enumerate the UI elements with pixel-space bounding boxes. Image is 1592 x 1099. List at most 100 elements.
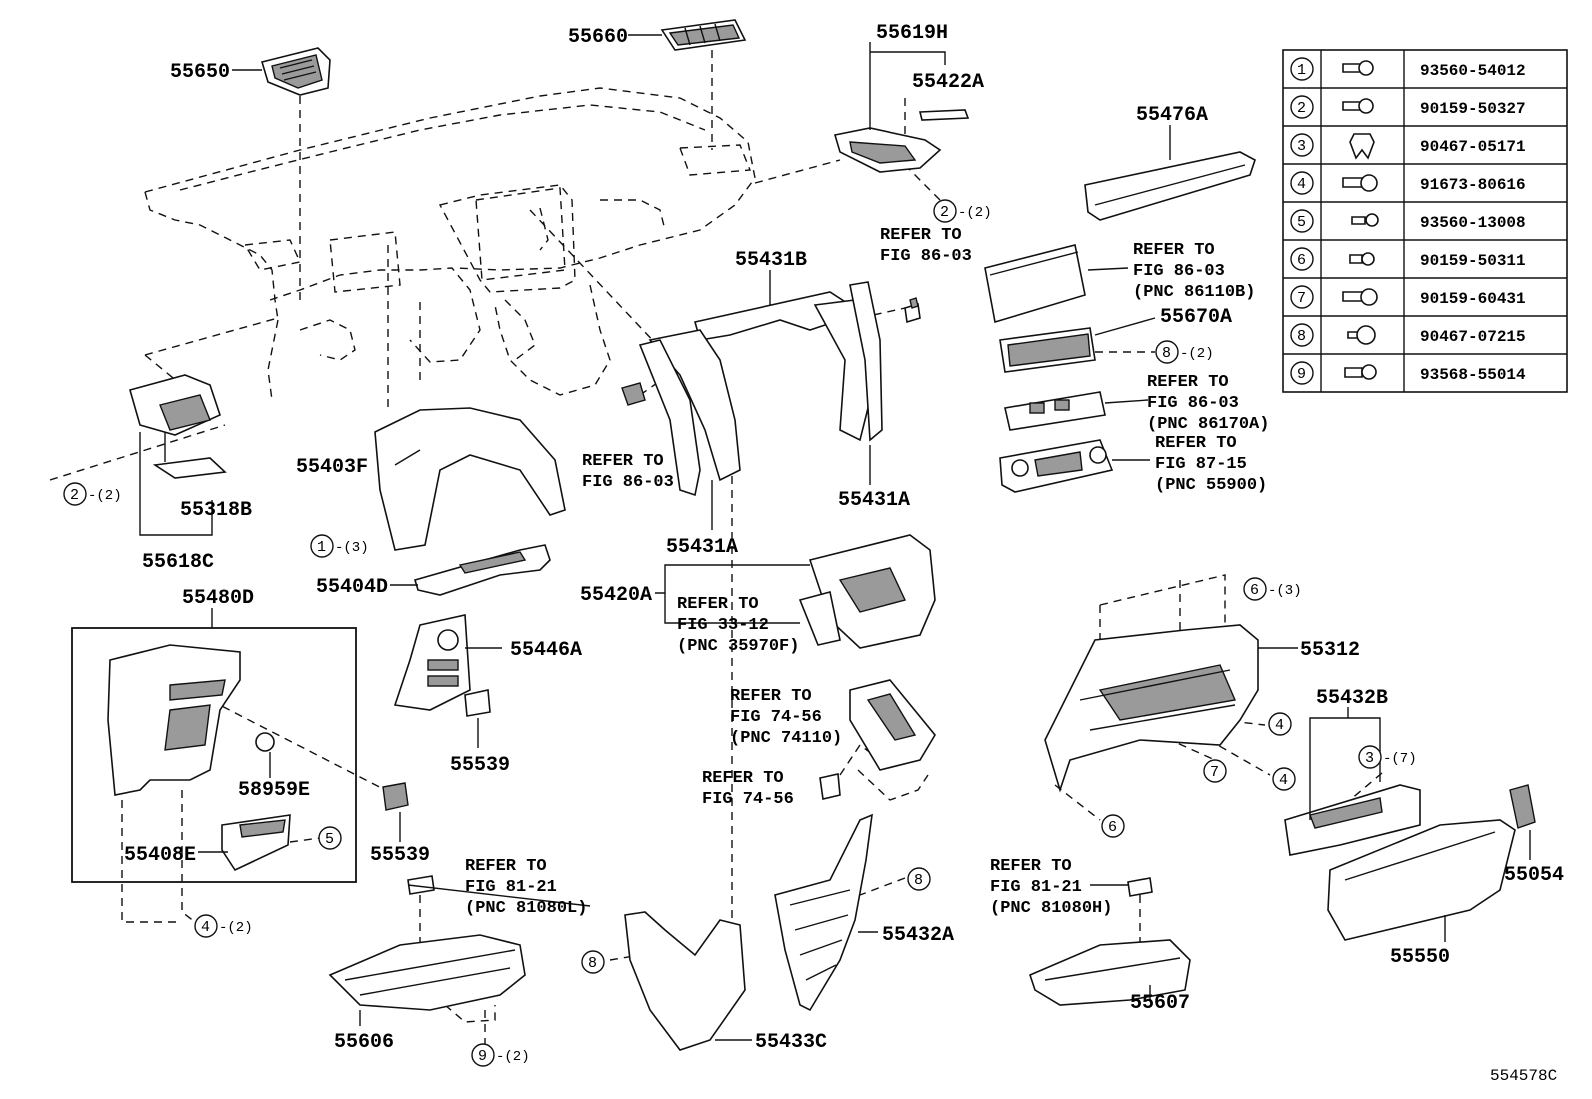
svg-text:9: 9 (478, 1048, 487, 1065)
svg-text:FIG 87-15: FIG 87-15 (1155, 455, 1247, 474)
part-climate-control-55900 (999, 439, 1114, 493)
callouts: 2 -(2) 2 -(2) 8 -(2) 1 -(3) 6 -(3) 4 (63, 199, 1417, 1067)
label-55420a: 55420A (580, 584, 652, 607)
label-55550: 55550 (1390, 946, 1450, 969)
part-55054-damper (1509, 784, 1536, 829)
part-55606-under-cover (328, 875, 526, 1011)
screw-icon (1342, 174, 1378, 192)
label-55650: 55650 (170, 61, 230, 84)
callout-8-left: 8 (581, 950, 605, 974)
svg-text:-(3): -(3) (1268, 583, 1302, 599)
part-55431b-bezel (638, 281, 883, 497)
svg-text:8: 8 (588, 955, 597, 972)
reference-notes: REFER TO FIG 86-03 REFER TO FIG 86-03 (P… (465, 226, 1269, 918)
svg-text:REFER TO: REFER TO (1147, 373, 1229, 392)
label-55619h: 55619H (876, 22, 948, 45)
part-55650-vent (260, 47, 331, 96)
table-row: 2 90159-50327 (1290, 95, 1526, 119)
svg-text:93560-13008: 93560-13008 (1420, 214, 1526, 232)
part-55607-under-cover (1029, 877, 1191, 1006)
part-74110-switch (819, 679, 936, 800)
svg-text:REFER TO: REFER TO (1155, 434, 1237, 453)
callout-8-right: 8 -(2) (1155, 340, 1214, 364)
svg-text:90467-07215: 90467-07215 (1420, 328, 1526, 346)
clip-icon (1349, 133, 1375, 160)
table-row: 7 90159-60431 (1290, 285, 1526, 309)
svg-text:(PNC 74110): (PNC 74110) (730, 729, 842, 748)
callout-9: 9 -(2) (471, 1043, 530, 1067)
svg-text:FIG 74-56: FIG 74-56 (730, 708, 822, 727)
part-55550-glovebox (1327, 819, 1516, 941)
svg-text:8: 8 (914, 872, 923, 889)
svg-text:FIG 81-21: FIG 81-21 (990, 878, 1082, 897)
svg-text:REFER TO: REFER TO (582, 452, 664, 471)
svg-text:90467-05171: 90467-05171 (1420, 138, 1526, 156)
svg-text:REFER TO: REFER TO (990, 857, 1072, 876)
part-switch-86170a (1004, 391, 1106, 431)
ref-pnc-86170a: REFER TO FIG 86-03 (PNC 86170A) (1147, 373, 1269, 434)
ref-fig-86-03-left: REFER TO FIG 86-03 (582, 452, 674, 492)
svg-text:90159-50327: 90159-50327 (1420, 100, 1526, 118)
svg-text:3: 3 (1297, 138, 1306, 155)
svg-text:8: 8 (1162, 345, 1171, 362)
screw-icon (1344, 364, 1377, 380)
label-55403f: 55403F (296, 456, 368, 479)
svg-text:FIG 86-03: FIG 86-03 (1133, 262, 1225, 281)
svg-text:1: 1 (317, 539, 326, 556)
svg-text:90159-60431: 90159-60431 (1420, 290, 1526, 308)
svg-text:(PNC 81080L): (PNC 81080L) (465, 899, 587, 918)
svg-text:-(2): -(2) (1180, 346, 1214, 362)
callout-4-b: 4 (1272, 767, 1296, 791)
svg-text:9: 9 (1297, 366, 1306, 383)
part-bolt-ref-86-03 (904, 297, 921, 324)
label-55607: 55607 (1130, 992, 1190, 1015)
callout-6-top: 6 -(3) (1243, 577, 1302, 601)
callout-3: 3 -(7) (1358, 745, 1417, 769)
ref-pnc-35970f: REFER TO FIG 33-12 (PNC 35970F) (677, 595, 799, 656)
svg-text:-(2): -(2) (219, 920, 253, 936)
screw-icon (1342, 288, 1378, 306)
part-display-86110b (984, 244, 1086, 324)
table-row: 6 90159-50311 (1290, 247, 1526, 271)
callout-6-bottom: 6 (1101, 814, 1125, 838)
svg-text:FIG 81-21: FIG 81-21 (465, 878, 557, 897)
svg-text:-(3): -(3) (335, 540, 369, 556)
part-55619h-panel (833, 109, 970, 173)
callout-4-a: 4 (1268, 712, 1292, 736)
screw-icon (1342, 98, 1374, 114)
label-55431b: 55431B (735, 249, 807, 272)
svg-text:REFER TO: REFER TO (1133, 241, 1215, 260)
instrument-panel-outline (144, 87, 756, 401)
label-55054: 55054 (1504, 864, 1564, 887)
label-55446a: 55446A (510, 639, 582, 662)
label-55431a-left: 55431A (666, 536, 738, 559)
svg-text:FIG 86-03: FIG 86-03 (1147, 394, 1239, 413)
svg-text:4: 4 (1297, 176, 1306, 193)
callout-2-left: 2 -(2) (63, 482, 122, 506)
label-55539-upper: 55539 (450, 754, 510, 777)
svg-text:2: 2 (1297, 100, 1306, 117)
callout-1: 1 -(3) (310, 534, 369, 558)
svg-text:5: 5 (325, 831, 334, 848)
callout-8-middle: 8 (907, 867, 931, 891)
figure-number: 554578C (1490, 1067, 1557, 1085)
screw-icon (1351, 213, 1379, 227)
table-row: 8 90467-07215 (1290, 323, 1526, 347)
label-55431a-right: 55431A (838, 489, 910, 512)
label-55432b: 55432B (1316, 687, 1388, 710)
svg-text:6: 6 (1108, 819, 1117, 836)
label-55422a: 55422A (912, 71, 984, 94)
part-55476a-trim (1084, 151, 1256, 221)
part-labels: 55650 55660 55619H 55422A 55476A 55431B … (124, 22, 1564, 1054)
part-55404d-bracket (414, 544, 551, 596)
callout-5: 5 (318, 826, 342, 850)
svg-text:FIG 86-03: FIG 86-03 (582, 473, 674, 492)
svg-text:3: 3 (1365, 750, 1374, 767)
table-row: 3 90467-05171 (1290, 133, 1526, 160)
svg-text:4: 4 (1279, 772, 1288, 789)
svg-text:-(2): -(2) (496, 1049, 530, 1065)
svg-text:FIG 74-56: FIG 74-56 (702, 790, 794, 809)
svg-text:91673-80616: 91673-80616 (1420, 176, 1526, 194)
svg-text:1: 1 (1297, 62, 1306, 79)
